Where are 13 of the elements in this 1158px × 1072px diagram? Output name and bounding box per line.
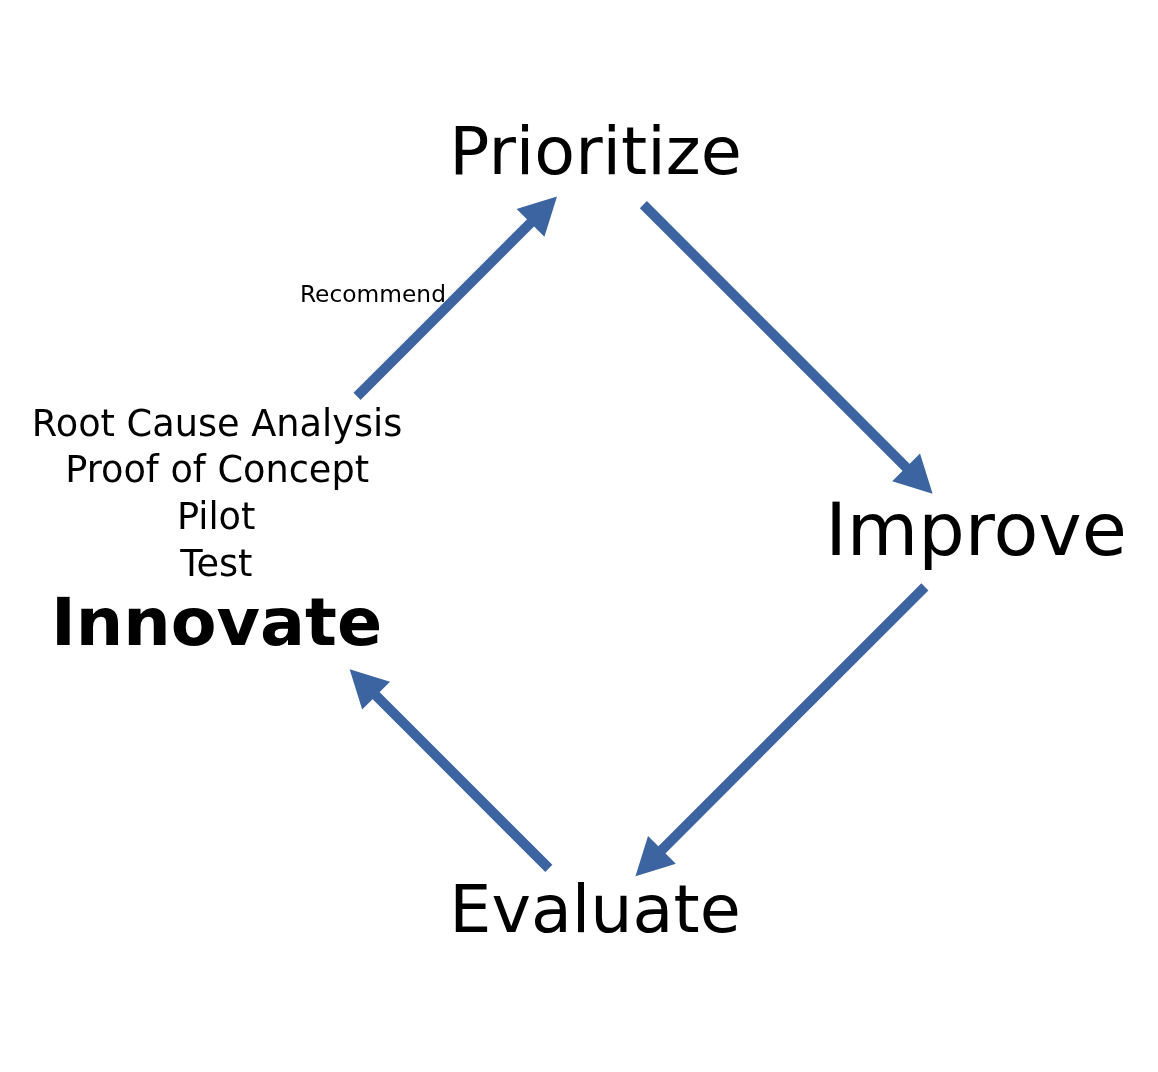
node-label: Test: [180, 541, 253, 585]
node-label: Pilot: [176, 494, 256, 538]
node-text: Prioritize: [449, 111, 742, 190]
node-text: Improve: [825, 486, 1127, 572]
arrow: [635, 582, 929, 876]
arrow: [639, 200, 933, 494]
edge-label: Recommend: [299, 279, 446, 308]
arrow: [349, 668, 553, 872]
node-label: Proof of Concept: [65, 447, 370, 491]
arrow: [353, 195, 557, 400]
node-text: Innovate: [51, 582, 383, 661]
node-label: Root Cause Analysis: [31, 401, 403, 445]
node-text: Evaluate: [449, 869, 741, 948]
